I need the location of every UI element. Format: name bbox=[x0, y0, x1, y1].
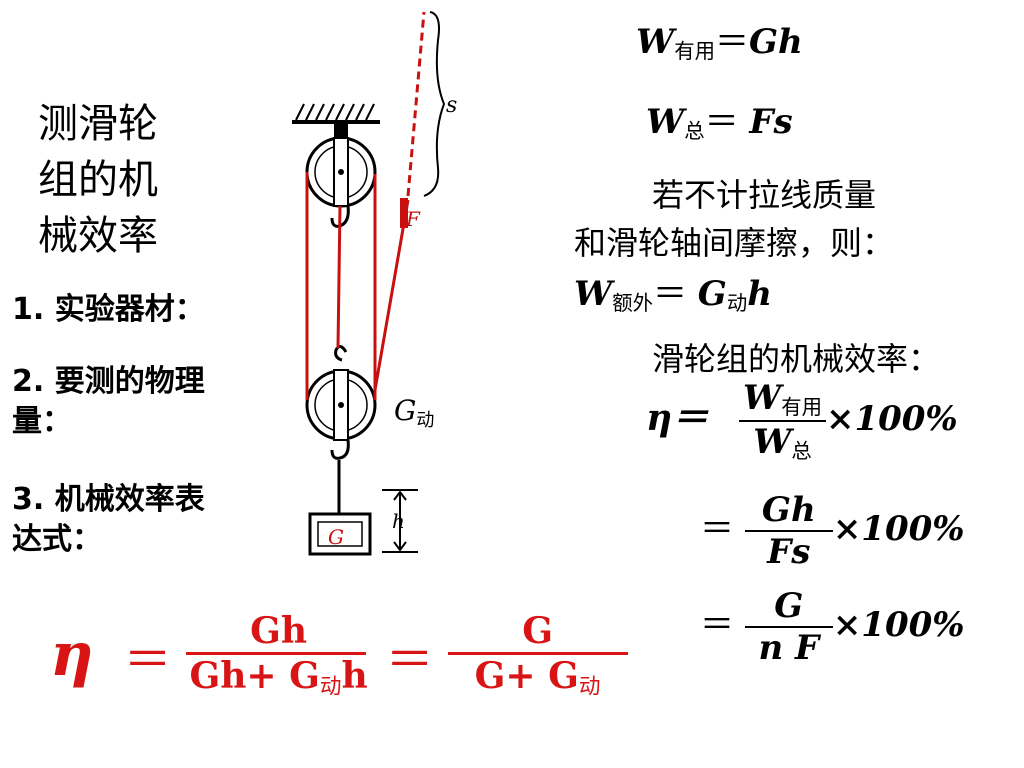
h-dimension bbox=[382, 489, 418, 553]
question-2-number: 2. bbox=[12, 364, 45, 399]
condition-line-2: 和滑轮轴间摩擦，则： bbox=[574, 224, 895, 262]
question-1-text: 实验器材： bbox=[54, 292, 205, 327]
question-1: 1. 实验器材： bbox=[12, 290, 205, 330]
slide-title: 测滑轮 组的机 械效率 bbox=[38, 96, 158, 264]
rope bbox=[305, 172, 410, 400]
label-s: s bbox=[446, 93, 457, 118]
efficiency-formula-1: η＝ W有用 W总 ×100% bbox=[646, 378, 958, 464]
question-2-cont: 量： bbox=[12, 404, 72, 439]
title-line-3: 械效率 bbox=[38, 213, 158, 259]
s-brace bbox=[423, 11, 446, 197]
efficiency-formula-3: ＝ G n F ×100% bbox=[700, 586, 965, 668]
weight-block bbox=[308, 512, 372, 556]
question-2: 2. 要测的物理 量： bbox=[12, 362, 205, 442]
label-h: h bbox=[392, 509, 405, 533]
formula-w-total: W总＝ Fs bbox=[646, 102, 793, 144]
efficiency-expression-red: η ＝ Gh Gh+ G动h ＝ G G+ G动 bbox=[50, 610, 628, 700]
ceiling bbox=[292, 103, 380, 124]
movable-pulley bbox=[305, 345, 377, 460]
formula-w-useful: W有用＝Gh bbox=[636, 22, 803, 64]
eta-symbol: η bbox=[50, 620, 94, 691]
question-3-cont: 达式： bbox=[12, 522, 102, 557]
condition-line-1: 若不计拉线质量 bbox=[652, 176, 877, 214]
pulley-diagram: F s G G动 h bbox=[292, 11, 457, 556]
question-3-text: 机械效率表 bbox=[54, 482, 205, 517]
formula-w-extra: W额外＝ G动h bbox=[574, 274, 772, 316]
label-G: G bbox=[328, 525, 344, 549]
question-3: 3. 机械效率表 达式： bbox=[12, 480, 205, 560]
question-3-number: 3. bbox=[12, 482, 45, 517]
title-line-1: 测滑轮 bbox=[38, 101, 158, 147]
question-1-number: 1. bbox=[12, 292, 45, 327]
question-2-text: 要测的物理 bbox=[54, 364, 205, 399]
efficiency-label: 滑轮组的机械效率： bbox=[652, 340, 941, 378]
label-G-moving: G动 bbox=[394, 394, 434, 431]
title-line-2: 组的机 bbox=[38, 157, 158, 203]
pulled-rope-dashed bbox=[406, 11, 426, 197]
label-F: F bbox=[405, 207, 421, 231]
efficiency-formula-2: ＝ Gh Fs ×100% bbox=[700, 490, 965, 572]
force-arrow bbox=[400, 198, 408, 228]
